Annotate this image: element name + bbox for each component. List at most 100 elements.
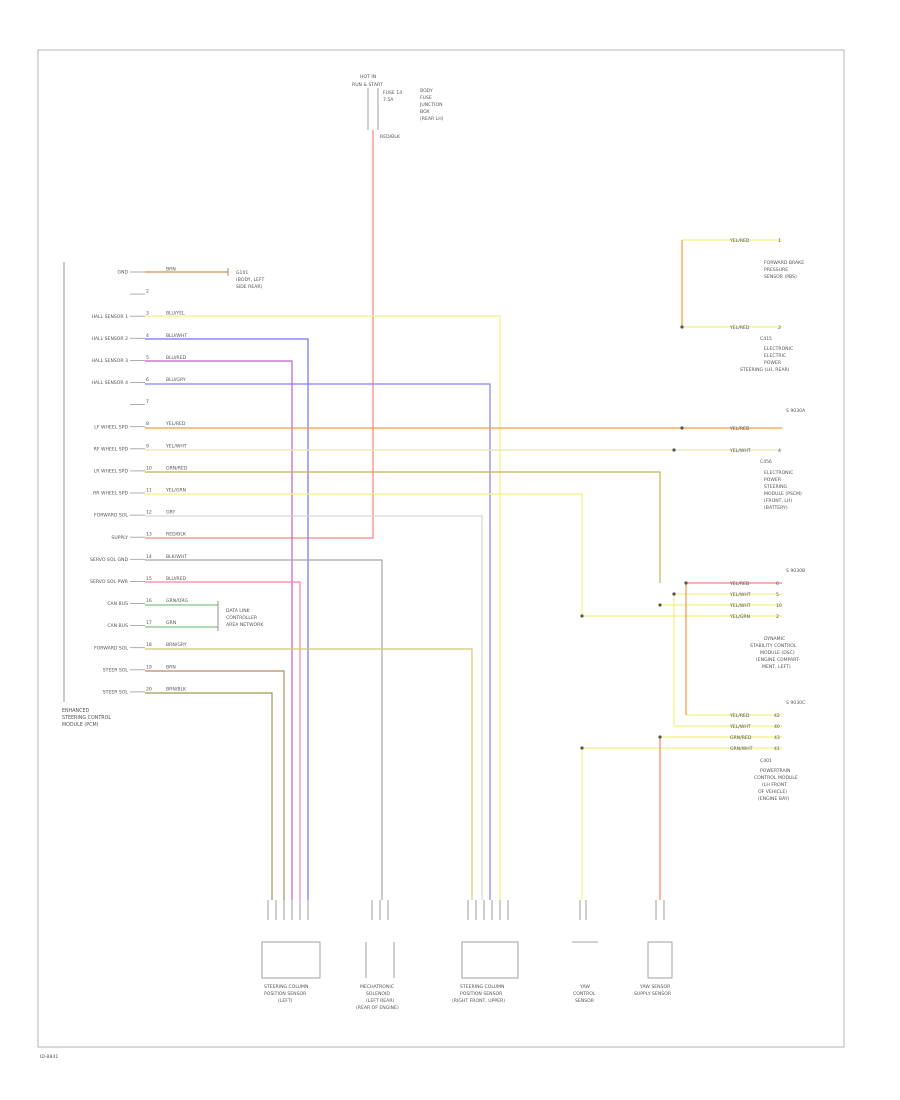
svg-text:5: 5 bbox=[776, 592, 779, 598]
pin-number: 6 bbox=[146, 377, 149, 383]
pin-wire-code: GRN/RED bbox=[166, 465, 188, 471]
svg-text:S 9030B: S 9030B bbox=[786, 568, 805, 574]
svg-text:6: 6 bbox=[776, 581, 779, 587]
svg-text:G101: G101 bbox=[236, 270, 248, 276]
svg-text:STEERING: STEERING bbox=[764, 484, 788, 490]
svg-text:YEL/RED: YEL/RED bbox=[729, 713, 750, 719]
pin-label: FORWARD SOL bbox=[94, 645, 128, 651]
svg-text:ELECTRONIC: ELECTRONIC bbox=[764, 346, 793, 352]
svg-text:2: 2 bbox=[776, 614, 779, 620]
svg-text:(FRONT, LH): (FRONT, LH) bbox=[764, 498, 792, 504]
component-box-2 bbox=[365, 942, 395, 978]
svg-text:POWER: POWER bbox=[764, 477, 782, 483]
svg-text:MODULE (PSCM): MODULE (PSCM) bbox=[764, 491, 802, 497]
bottom-components bbox=[261, 900, 673, 979]
right-labels: YEL/RED 1 YEL/RED 2 FORWARD BRAKE PRESSU… bbox=[729, 238, 806, 802]
wire-hall-4 bbox=[145, 383, 491, 900]
svg-text:STABILITY CONTROL: STABILITY CONTROL bbox=[750, 643, 797, 649]
svg-text:YEL/WHT: YEL/WHT bbox=[729, 724, 751, 730]
pin-label: SUPPLY bbox=[111, 535, 128, 541]
pin-label: HALL SENSOR 2 bbox=[91, 336, 128, 342]
pin-wire-code: BLU/RED bbox=[166, 355, 186, 361]
pin-wire-code: BRN bbox=[166, 664, 176, 670]
wire-servo-pwr bbox=[145, 581, 301, 900]
svg-text:YEL/RED: YEL/RED bbox=[729, 238, 750, 244]
pin-wire-code: BRN/GRY bbox=[166, 642, 187, 648]
pin-label: SERVO SOL PWR bbox=[90, 579, 129, 585]
pin-number: 10 bbox=[146, 465, 152, 471]
pin-number: 16 bbox=[146, 598, 152, 604]
wire-hall-1 bbox=[145, 315, 501, 900]
pin-label: LF WHEEL SPD bbox=[94, 424, 128, 430]
fuse-amp: 7.5A bbox=[383, 97, 394, 103]
wire-forward-sol-2 bbox=[145, 648, 473, 900]
pin-number: 14 bbox=[146, 554, 152, 560]
pin-number: 5 bbox=[146, 355, 149, 361]
svg-text:C415: C415 bbox=[760, 336, 772, 342]
svg-text:(ENGINE COMPART-: (ENGINE COMPART- bbox=[756, 657, 800, 663]
svg-text:STEERING COLUMN: STEERING COLUMN bbox=[460, 984, 504, 990]
svg-text:(BATTERY): (BATTERY) bbox=[764, 505, 788, 511]
svg-text:1: 1 bbox=[778, 238, 781, 244]
pin-label: RF WHEEL SPD bbox=[94, 446, 129, 452]
svg-text:ELECTRONIC: ELECTRONIC bbox=[764, 470, 793, 476]
component-box-1 bbox=[261, 941, 321, 979]
svg-text:MECHATRONIC: MECHATRONIC bbox=[360, 984, 394, 990]
svg-text:YEL/RED: YEL/RED bbox=[729, 426, 750, 432]
svg-text:POSITION SENSOR: POSITION SENSOR bbox=[460, 991, 503, 997]
svg-text:C456: C456 bbox=[760, 459, 772, 465]
fuse-label: FUSE 14 bbox=[383, 90, 402, 96]
acc-label: RUN & START bbox=[352, 82, 383, 88]
pin-wire-code: GRN/ORG bbox=[166, 598, 189, 604]
svg-text:YAW: YAW bbox=[579, 984, 590, 990]
svg-text:POSITION SENSOR: POSITION SENSOR bbox=[264, 991, 307, 997]
wire-steer-sol-1 bbox=[145, 670, 285, 900]
svg-text:DYNAMIC: DYNAMIC bbox=[764, 636, 785, 642]
wire-rr-speed bbox=[145, 493, 583, 616]
pin-label: CAN BUS bbox=[107, 623, 128, 629]
svg-text:BODY: BODY bbox=[420, 88, 433, 94]
pin-number: 19 bbox=[146, 664, 152, 670]
can-note: DATA LINK CONTROLLER AREA NETWORK bbox=[217, 601, 264, 631]
pin-wire-code: GRN bbox=[166, 620, 176, 626]
svg-text:STEERING (LH, REAR): STEERING (LH, REAR) bbox=[740, 367, 790, 373]
svg-text:SIDE REAR): SIDE REAR) bbox=[236, 284, 263, 290]
svg-text:SOLENOID: SOLENOID bbox=[366, 991, 390, 997]
ground-note: G101 (BODY, LEFT SIDE REAR) bbox=[236, 270, 265, 290]
pin-number: 12 bbox=[146, 510, 152, 516]
pin-wire-code: BLU/YEL bbox=[166, 311, 185, 317]
pin-wire-code: YEL/RED bbox=[165, 421, 186, 427]
svg-text:YEL/WHT: YEL/WHT bbox=[729, 448, 751, 454]
svg-text:OF VEHICLE): OF VEHICLE) bbox=[758, 789, 787, 795]
svg-text:CONTROL: CONTROL bbox=[573, 991, 596, 997]
wire-hall-2 bbox=[145, 338, 309, 900]
pin-label: HALL SENSOR 3 bbox=[91, 358, 128, 364]
svg-text:(RIGHT FRONT, UPPER): (RIGHT FRONT, UPPER) bbox=[452, 998, 505, 1004]
svg-text:BOX: BOX bbox=[420, 109, 430, 115]
pin-wire-code: BLU/WHT bbox=[166, 333, 187, 339]
svg-text:MODULE (PCM): MODULE (PCM) bbox=[62, 722, 99, 728]
pin-number: 13 bbox=[146, 532, 152, 538]
svg-text:C401: C401 bbox=[760, 758, 772, 764]
fuse-wire-label: RED/BLK bbox=[380, 134, 401, 140]
pin-wire-code: RED/BLK bbox=[166, 532, 187, 538]
svg-text:4: 4 bbox=[778, 448, 781, 454]
pin-number: 17 bbox=[146, 620, 152, 626]
svg-text:YEL/WHT: YEL/WHT bbox=[729, 592, 751, 598]
wire-forward-sol bbox=[145, 515, 483, 900]
pin-number: 11 bbox=[146, 488, 152, 494]
pin-label: RR WHEEL SPD bbox=[93, 491, 128, 497]
svg-text:YEL/RED: YEL/RED bbox=[729, 325, 750, 331]
pin-wire-code: BLU/GRY bbox=[166, 377, 186, 383]
module-title: ENHANCED STEERING CONTROL MODULE (PCM) bbox=[62, 708, 111, 728]
pin-wire-code: GRY bbox=[166, 510, 175, 516]
svg-text:AREA NETWORK: AREA NETWORK bbox=[226, 622, 264, 628]
svg-text:10: 10 bbox=[776, 603, 782, 609]
svg-text:ELECTRIC: ELECTRIC bbox=[764, 353, 786, 359]
pin-number: 4 bbox=[146, 333, 149, 339]
pin-number: 7 bbox=[146, 399, 149, 405]
wire-steer-sol-2 bbox=[145, 692, 273, 900]
wire-servo-gnd bbox=[145, 559, 383, 900]
svg-text:S 9030C: S 9030C bbox=[786, 700, 805, 706]
